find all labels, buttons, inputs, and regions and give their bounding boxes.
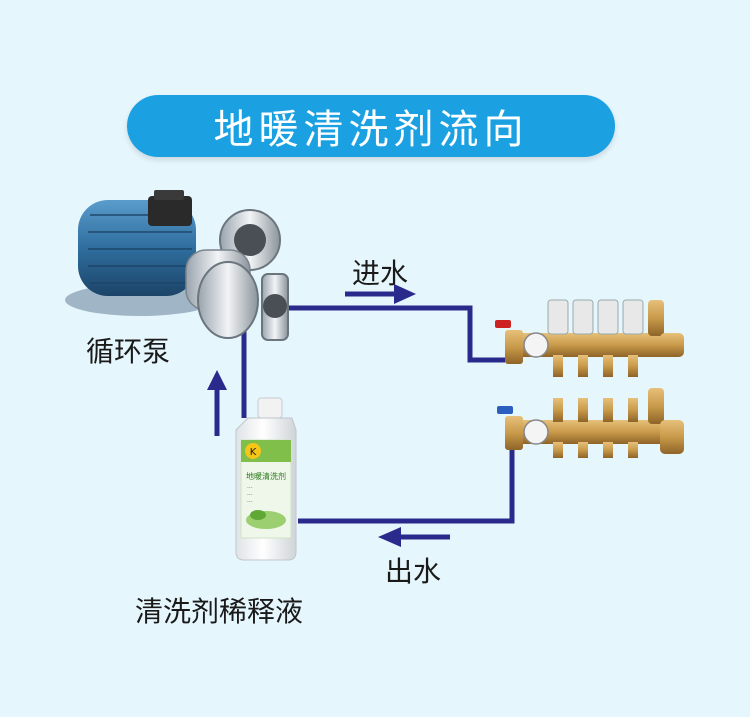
flow-line-return bbox=[298, 436, 515, 524]
diagram-title: 地暖清洗剂流向 bbox=[213, 107, 529, 153]
water-out-label: 出水 bbox=[385, 555, 442, 588]
bottle-brand-mark: K bbox=[250, 447, 257, 458]
flow-arrow-in bbox=[345, 284, 416, 304]
cleaner-label: 清洗剂稀释液 bbox=[135, 595, 304, 628]
manifold-supply-image bbox=[495, 299, 684, 377]
bottle-label-text: 地暖清洗剂 bbox=[246, 471, 286, 481]
title-banner: 地暖清洗剂流向 bbox=[127, 95, 615, 157]
circulation-pump-image bbox=[65, 190, 289, 341]
water-in-label: 进水 bbox=[352, 257, 409, 290]
bottle-small-line: ··· bbox=[247, 485, 253, 492]
cleaner-bottle-image: K 地暖清洗剂 ··· ··· ··· bbox=[235, 397, 297, 561]
flow-arrow-out bbox=[378, 527, 450, 547]
bottle-small-line: ··· bbox=[247, 499, 253, 506]
bottle-small-line: ··· bbox=[247, 492, 253, 499]
flow-arrow-up bbox=[207, 370, 227, 436]
manifold-return-image bbox=[497, 388, 684, 458]
pump-label: 循环泵 bbox=[86, 335, 171, 368]
